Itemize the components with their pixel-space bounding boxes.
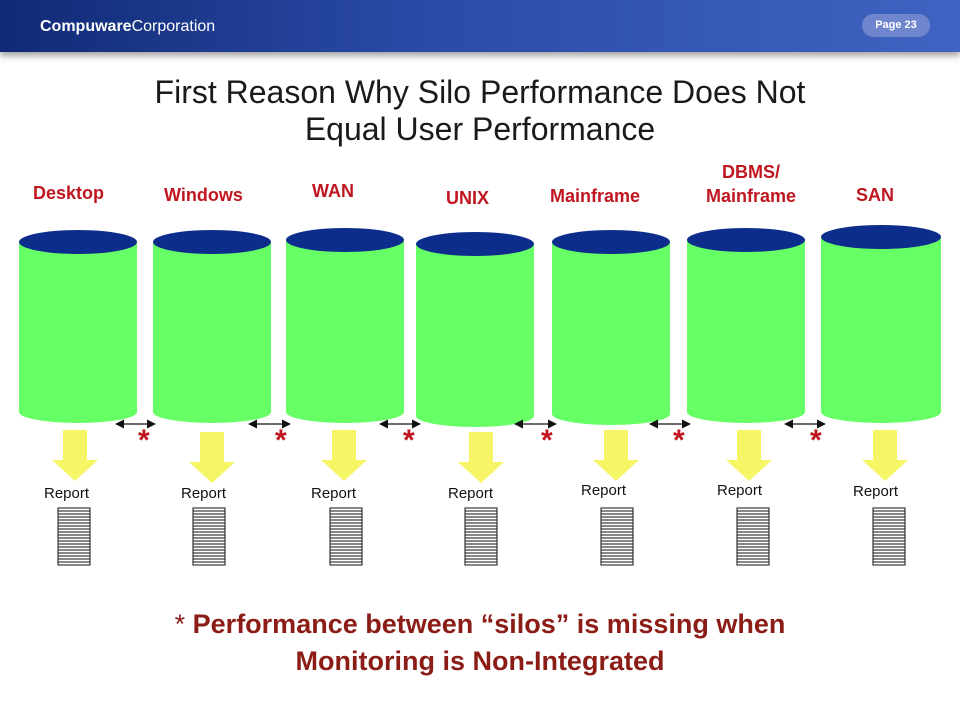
gap-marker-5: *	[673, 424, 685, 457]
silo-label-dbms-mainframe: DBMS/ Mainframe	[671, 160, 831, 208]
gap-marker-4: *	[541, 424, 553, 457]
silo-label-dbms-line2: Mainframe	[705, 186, 797, 206]
silo-cylinder-wan	[286, 228, 404, 423]
brand-regular: Corporation	[131, 18, 216, 35]
silo-cylinder-dbms-mainframe	[687, 228, 805, 423]
gap-marker-2: *	[275, 424, 287, 457]
slide-title: First Reason Why Silo Performance Does N…	[0, 74, 960, 148]
report-arrow-san	[862, 430, 908, 481]
silo-label-windows: Windows	[164, 185, 243, 205]
silo-label-mainframe: Mainframe	[550, 186, 641, 206]
silo-label-dbms-line1: DBMS/	[722, 162, 780, 182]
report-document-icon-windows	[192, 507, 226, 566]
silo-label-san: SAN	[856, 185, 895, 205]
silo-cylinder-san	[821, 225, 941, 423]
report-label-dbms-mainframe: Report	[717, 482, 763, 499]
silo-cylinder-mainframe	[552, 230, 670, 425]
caption-line-2: Monitoring is Non-Integrated	[295, 646, 665, 676]
silo-cylinder-desktop	[19, 230, 137, 423]
silo-cylinder-unix	[416, 232, 534, 427]
caption-line-1: * Performance between “silos” is missing…	[0, 606, 960, 643]
report-label-mainframe: Report	[581, 482, 627, 499]
silo-label-desktop: Desktop	[33, 183, 105, 203]
report-label-desktop: Report	[44, 485, 90, 502]
title-line-2: Equal User Performance	[304, 111, 656, 147]
silo-label-unix: UNIX	[446, 188, 490, 208]
caption: * Performance between “silos” is missing…	[0, 606, 960, 680]
report-document-icon-unix	[464, 507, 498, 566]
report-arrow-mainframe	[593, 430, 639, 481]
report-arrow-windows	[189, 432, 235, 483]
gap-marker-1: *	[138, 424, 150, 457]
report-document-icon-wan	[329, 507, 363, 566]
caption-text-1: Performance between “silos” is missing w…	[185, 609, 786, 639]
silo-label-wan: WAN	[312, 181, 354, 201]
brand-bold: Compuware	[40, 18, 132, 35]
report-document-icon-dbms-mainframe	[736, 507, 770, 566]
caption-star: *	[174, 609, 186, 639]
report-document-icon-mainframe	[600, 507, 634, 566]
company-logo: CompuwareCorporation	[40, 18, 215, 36]
silo-cylinder-windows	[153, 230, 271, 423]
report-documents	[57, 507, 906, 566]
report-arrow-wan	[321, 430, 367, 481]
report-label-san: Report	[853, 483, 899, 500]
report-label-unix: Report	[448, 485, 494, 502]
report-document-icon-san	[872, 507, 906, 566]
report-label-wan: Report	[311, 485, 357, 502]
gap-marker-3: *	[403, 424, 415, 457]
report-arrow-desktop	[52, 430, 98, 481]
title-line-1: First Reason Why Silo Performance Does N…	[154, 74, 806, 110]
gap-marker-6: *	[810, 424, 822, 457]
report-label-windows: Report	[181, 485, 227, 502]
report-document-icon-desktop	[57, 507, 91, 566]
report-arrow-dbms-mainframe	[726, 430, 772, 481]
header-bar: CompuwareCorporation Page 23	[0, 0, 960, 52]
report-arrow-unix	[458, 432, 504, 483]
page-number-badge: Page 23	[862, 14, 930, 37]
